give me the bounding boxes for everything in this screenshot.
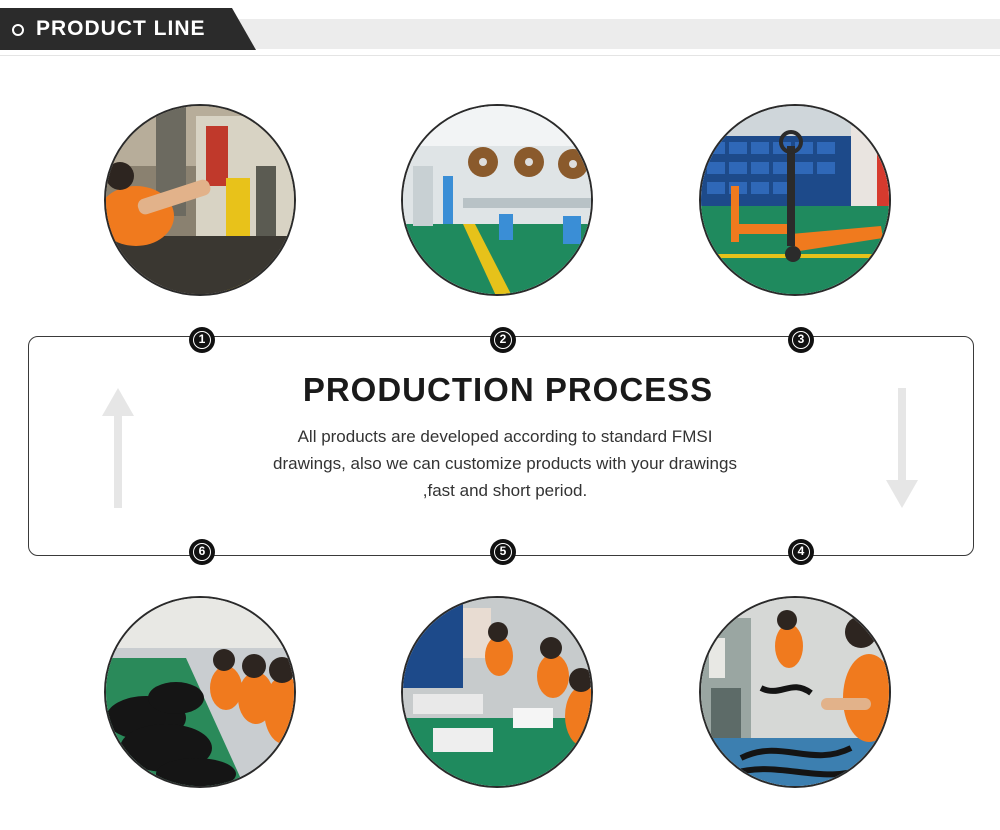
- photo-step-1: [104, 104, 296, 296]
- section-title: PRODUCT LINE: [36, 17, 206, 40]
- photo-step-4: [699, 596, 891, 788]
- step-badge-5: 5: [490, 539, 516, 565]
- step-badge-6: 6: [189, 539, 215, 565]
- banner-tab: PRODUCT LINE: [0, 8, 256, 50]
- arrow-down-icon: [886, 388, 918, 508]
- photo-step-3: [699, 104, 891, 296]
- step-badge-4: 4: [788, 539, 814, 565]
- step-number: 5: [494, 543, 512, 561]
- step-badge-2: 2: [490, 327, 516, 353]
- banner-underline: [0, 55, 1000, 56]
- step-number: 6: [193, 543, 211, 561]
- photo-step-5: [401, 596, 593, 788]
- bullet-icon: [12, 24, 24, 36]
- arrow-up-icon: [102, 388, 134, 508]
- step-number: 2: [494, 331, 512, 349]
- step-number: 3: [792, 331, 810, 349]
- photo-step-2: [401, 104, 593, 296]
- step-number: 4: [792, 543, 810, 561]
- process-description: All products are developed according to …: [273, 427, 737, 500]
- process-title: PRODUCTION PROCESS: [302, 371, 714, 408]
- section-banner: PRODUCT LINE: [0, 8, 1000, 56]
- step-badge-1: 1: [189, 327, 215, 353]
- photo-step-6: [104, 596, 296, 788]
- step-number: 1: [193, 331, 211, 349]
- step-badge-3: 3: [788, 327, 814, 353]
